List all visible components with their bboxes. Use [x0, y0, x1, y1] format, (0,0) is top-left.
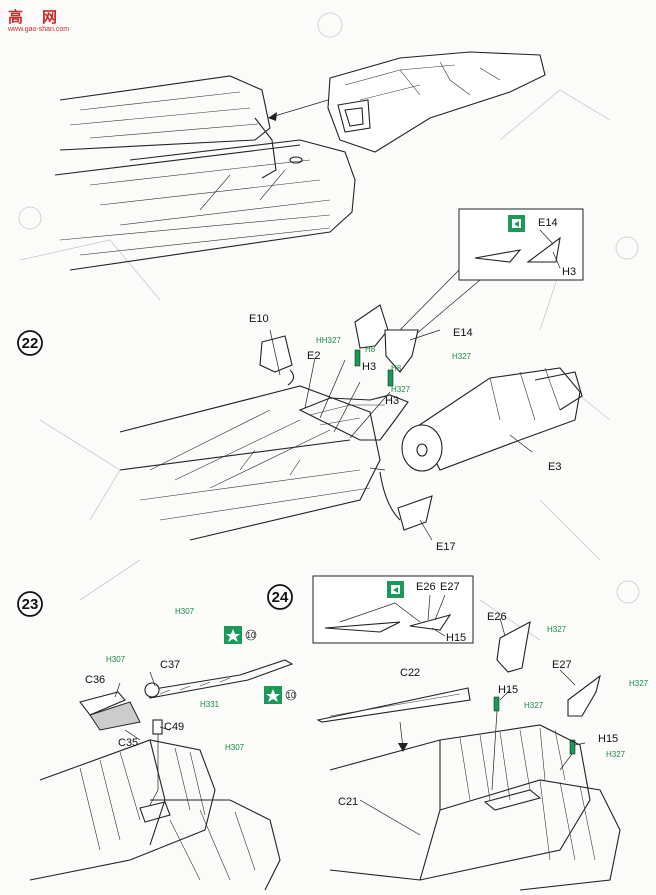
svg-text:H3: H3	[562, 266, 576, 278]
svg-text:H331: H331	[200, 700, 220, 709]
inset-box-e14: E14 H3	[399, 208, 584, 336]
svg-text:H307: H307	[225, 743, 245, 752]
watermark-logo: 高 网 www.gao-shan.com	[7, 8, 69, 33]
svg-text:E14: E14	[538, 217, 558, 229]
svg-text:H327: H327	[606, 750, 626, 759]
svg-text:C49: C49	[164, 721, 184, 733]
svg-text:网: 网	[42, 8, 57, 26]
svg-text:C36: C36	[85, 674, 105, 686]
svg-text:C35: C35	[118, 737, 138, 749]
svg-text:H3: H3	[362, 361, 376, 373]
step-23: 23 C36 C37 C35 C49 H307 H307 H331 H307	[17, 591, 297, 891]
svg-text:24: 24	[272, 589, 289, 606]
step-22: 22 E14 H3	[17, 208, 584, 553]
svg-text:C22: C22	[400, 667, 420, 679]
top-fuselage-drawing	[54, 51, 546, 271]
svg-text:H327: H327	[629, 679, 649, 688]
svg-text:10: 10	[287, 691, 296, 700]
svg-text:10: 10	[247, 631, 256, 640]
svg-text:E26: E26	[416, 581, 436, 593]
svg-text:E17: E17	[436, 541, 456, 553]
svg-text:H8: H8	[365, 345, 376, 354]
step-24: 24 E26 E27 H15	[267, 575, 649, 891]
svg-text:E3: E3	[548, 461, 561, 473]
svg-text:H15: H15	[446, 632, 466, 644]
svg-text:E26: E26	[487, 611, 507, 623]
svg-text:E14: E14	[453, 327, 473, 339]
svg-text:H15: H15	[598, 733, 618, 745]
svg-text:E27: E27	[440, 581, 460, 593]
paint-callouts-step23: H307 H307 H331 H307	[106, 607, 245, 752]
svg-text:HH327: HH327	[316, 336, 341, 345]
svg-text:C37: C37	[160, 659, 180, 671]
svg-text:高: 高	[8, 8, 23, 26]
svg-text:H327: H327	[391, 385, 411, 394]
inset-box-e26: E26 E27 H15	[312, 575, 474, 644]
svg-text:E27: E27	[552, 659, 572, 671]
svg-text:E10: E10	[249, 313, 269, 325]
svg-text:H8: H8	[391, 364, 402, 373]
decal-star-marker: 10 10	[224, 626, 297, 704]
svg-text:H15: H15	[498, 684, 518, 696]
svg-text:22: 22	[22, 335, 39, 352]
paint-callouts-step22: HH327 H8 H327 H8 H327	[316, 336, 472, 394]
paint-callouts-step24: H327 H327 H327 H327	[524, 625, 649, 759]
svg-text:23: 23	[22, 596, 39, 613]
svg-text:H327: H327	[452, 352, 472, 361]
svg-text:H3: H3	[385, 395, 399, 407]
svg-text:H307: H307	[175, 607, 195, 616]
svg-text:E2: E2	[307, 350, 320, 362]
svg-text:H327: H327	[547, 625, 567, 634]
svg-text:H307: H307	[106, 655, 126, 664]
svg-text:H327: H327	[524, 701, 544, 710]
svg-text:www.gao-shan.com: www.gao-shan.com	[7, 26, 69, 33]
svg-text:C21: C21	[338, 796, 358, 808]
